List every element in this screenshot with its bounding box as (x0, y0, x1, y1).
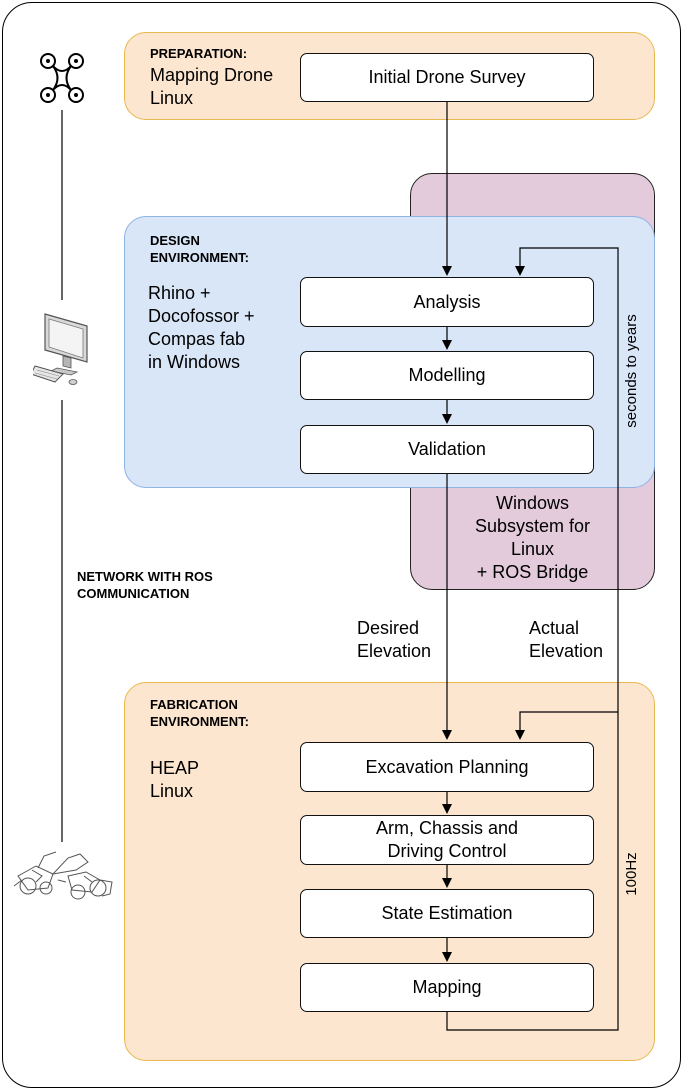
design-platform-line: Rhino + (148, 283, 211, 303)
fabrication-heading-line: ENVIRONMENT: (150, 714, 249, 729)
wsl-label: Windows Subsystem for Linux + ROS Bridge (455, 492, 610, 584)
network-label: NETWORK WITH ROS COMMUNICATION (77, 568, 213, 602)
wsl-label-line: Linux (510, 539, 555, 559)
actual-elevation-line: Elevation (529, 641, 604, 661)
preparation-platform-line: Linux (150, 88, 194, 108)
actual-elevation-label: Actual Elevation (529, 617, 603, 663)
feedback-loop-inner (515, 711, 618, 740)
outer-loop-rate-label: seconds to years (623, 314, 640, 428)
actual-elevation-line: Actual (529, 618, 580, 638)
desired-elevation-label: Desired Elevation (357, 617, 431, 663)
network-label-line: COMMUNICATION (77, 586, 190, 601)
step-arm-chassis-driving-control: Arm, Chassis and Driving Control (300, 815, 594, 865)
design-platform-line: in Windows (148, 352, 241, 372)
design-heading-line: ENVIRONMENT: (150, 250, 249, 265)
step-modelling: Modelling (300, 351, 594, 400)
computer-icon (33, 313, 88, 385)
network-label-line: NETWORK WITH ROS (77, 569, 213, 584)
step-arm-chassis-line: Arm, Chassis and (375, 818, 519, 838)
step-initial-drone-survey: Initial Drone Survey (300, 53, 594, 102)
step-excavation-planning: Excavation Planning (300, 742, 594, 792)
design-heading: DESIGN ENVIRONMENT: (150, 232, 249, 266)
step-validation: Validation (300, 425, 594, 474)
fabrication-platform-line: HEAP (150, 758, 200, 778)
wsl-label-line: + ROS Bridge (476, 562, 589, 582)
feedback-loop-outer (446, 247, 619, 1031)
step-mapping: Mapping (300, 963, 594, 1012)
desired-elevation-line: Elevation (357, 641, 432, 661)
fabrication-platform: HEAP Linux (150, 757, 199, 803)
excavator-icon (13, 851, 113, 900)
wsl-label-line: Windows (495, 493, 570, 513)
fabrication-platform-line: Linux (150, 781, 194, 801)
fabrication-heading-line: FABRICATION (150, 697, 238, 712)
design-platform-line: Docofossor + (148, 306, 255, 326)
desired-elevation-line: Desired (357, 618, 420, 638)
fabrication-heading: FABRICATION ENVIRONMENT: (150, 696, 249, 730)
wsl-label-line: Subsystem for (474, 516, 591, 536)
step-arm-chassis-line: Driving Control (387, 841, 507, 861)
design-platform-line: Compas fab (148, 329, 246, 349)
preparation-platform: Mapping Drone Linux (150, 64, 273, 110)
preparation-heading: PREPARATION: (150, 46, 248, 61)
preparation-platform-line: Mapping Drone (150, 65, 274, 85)
drone-icon (40, 53, 84, 103)
design-heading-line: DESIGN (150, 233, 200, 248)
step-analysis: Analysis (300, 277, 594, 327)
step-state-estimation: State Estimation (300, 889, 594, 938)
design-platform: Rhino + Docofossor + Compas fab in Windo… (148, 282, 255, 374)
inner-loop-rate-label: 100Hz (623, 852, 640, 896)
